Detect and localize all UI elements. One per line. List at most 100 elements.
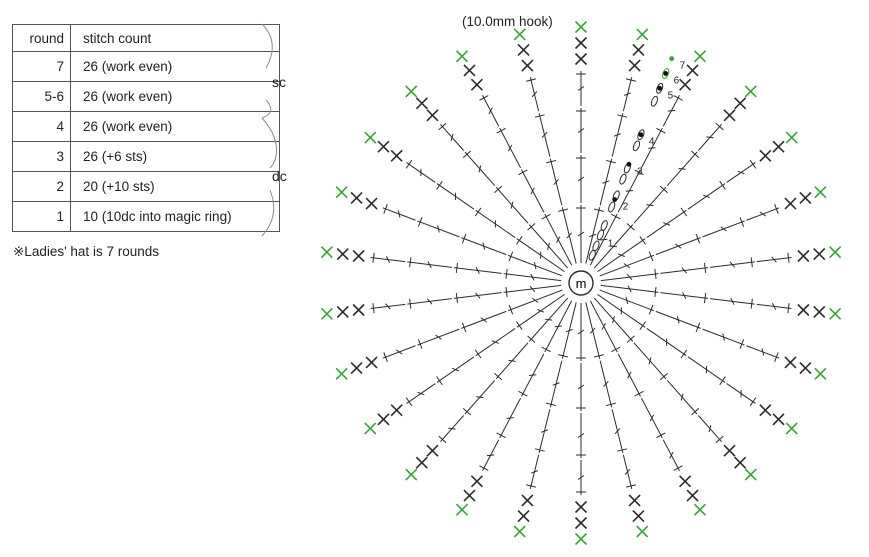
dc-top-bar — [558, 354, 569, 358]
sc-mark — [813, 248, 826, 261]
dc-slash — [480, 317, 487, 323]
dc-slash — [450, 133, 454, 142]
dc-top-bar — [496, 432, 506, 439]
dc-slash — [761, 348, 765, 356]
round-number-label: 6 — [674, 75, 680, 86]
dc-slash — [675, 243, 682, 249]
dc-slash — [617, 253, 625, 257]
dc-top-bar — [750, 298, 753, 309]
dc-slash — [435, 334, 442, 340]
dc-top-bar — [417, 339, 423, 349]
dc-top-bar — [527, 335, 536, 343]
dc-slash — [395, 349, 403, 355]
dc-slash — [648, 147, 656, 149]
dc-slash — [589, 233, 597, 238]
dc-top-bar — [494, 372, 503, 381]
dc-slash — [541, 131, 548, 138]
dc-slash — [577, 384, 585, 390]
dc-slash — [451, 367, 460, 372]
dc-top-bar — [703, 262, 707, 273]
stitch-spoke — [585, 28, 649, 264]
dc-top-bar — [749, 159, 757, 169]
stitch-spoke — [589, 50, 707, 266]
stitch-spoke — [585, 302, 649, 538]
table-row: 1 10 (10dc into magic ring) — [12, 201, 280, 232]
sc-mark — [574, 516, 588, 530]
stitch-count-cell: 10 (10dc into magic ring) — [70, 201, 280, 232]
sc-mark — [364, 422, 377, 435]
sc-mark — [679, 475, 692, 488]
dc-top-bar — [479, 465, 489, 471]
magic-ring-label: m — [576, 276, 587, 291]
sc-mark — [470, 78, 483, 91]
stitch-spoke — [364, 293, 565, 435]
sc-mark — [785, 422, 798, 435]
dc-slash — [623, 263, 631, 269]
stitch-spoke — [513, 28, 577, 264]
round-number-label: 5 — [668, 90, 674, 101]
sc-mark — [636, 525, 649, 538]
stitch-count-cell: 26 (+6 sts) — [70, 141, 280, 172]
dc-slash — [577, 86, 585, 91]
dc-slash — [482, 242, 486, 250]
dc-slash — [397, 210, 401, 218]
dc-top-bar — [409, 257, 412, 268]
dc-top-bar — [372, 252, 375, 263]
stitch-spoke — [405, 85, 569, 269]
dc-top-bar — [774, 352, 779, 362]
sc-mark — [734, 97, 747, 110]
dc-slash — [737, 170, 745, 175]
dc-slash — [626, 274, 633, 281]
dc-slash — [437, 225, 440, 233]
dc-slash — [623, 92, 632, 96]
dc-top-bar — [593, 208, 604, 212]
sc-mark — [364, 131, 377, 144]
dc-slash — [577, 329, 585, 335]
stitch-count-table: round stitch count 7 26 (work even) 5-6 … — [12, 24, 280, 232]
table-row: 4 26 (work even) — [12, 111, 280, 142]
sc-mark — [772, 140, 785, 153]
stitch-spoke — [593, 85, 757, 269]
dc-slash — [600, 238, 608, 241]
round-start-dot — [657, 85, 663, 91]
dc-top-bar — [505, 287, 508, 298]
dc-slash — [556, 236, 561, 244]
dc-top-bar — [659, 372, 668, 381]
sc-mark — [352, 249, 365, 263]
round-start-dot — [669, 56, 675, 62]
stitch-spoke — [599, 289, 827, 380]
dc-top-bar — [634, 169, 644, 176]
dc-slash — [708, 424, 712, 433]
dc-slash — [706, 136, 714, 139]
sc-mark — [799, 191, 812, 204]
dc-top-bar — [634, 390, 644, 397]
sc-mark — [517, 509, 530, 523]
sc-mark — [829, 246, 842, 259]
sc-mark — [814, 367, 827, 380]
dc-top-bar — [719, 180, 726, 190]
dc-slash — [627, 285, 632, 293]
sc-mark — [574, 36, 588, 50]
dc-slash — [533, 261, 537, 270]
dc-top-bar — [534, 114, 545, 118]
dc-slash — [663, 222, 671, 226]
dc-top-bar — [617, 448, 628, 452]
dc-slash — [488, 107, 493, 115]
dc-top-bar — [372, 303, 375, 314]
dc-top-bar — [436, 180, 443, 190]
dc-slash — [476, 396, 484, 399]
dc-top-bar — [787, 303, 790, 314]
dc-top-bar — [436, 376, 443, 386]
dc-bracket — [261, 117, 277, 237]
dc-slash — [577, 433, 585, 438]
dc-top-bar — [787, 252, 790, 263]
round-cell: 2 — [12, 171, 71, 202]
dc-slash — [680, 393, 684, 401]
dc-top-bar — [703, 293, 707, 304]
sc-mark — [350, 191, 363, 204]
round-number-label: 4 — [649, 137, 655, 148]
dc-slash — [648, 357, 652, 365]
sc-mark — [390, 404, 403, 417]
